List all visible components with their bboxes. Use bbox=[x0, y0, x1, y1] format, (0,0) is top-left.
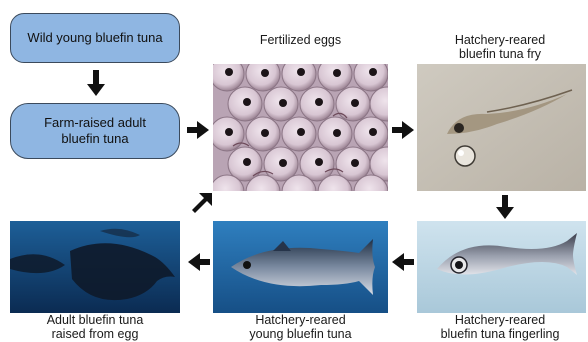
arrow-right-1 bbox=[187, 121, 209, 139]
arrow-down-1 bbox=[87, 70, 105, 96]
arrow-diagonal bbox=[190, 193, 212, 215]
fry-caption: Hatchery-reared bluefin tuna fry bbox=[414, 33, 586, 61]
arrow-down-2 bbox=[496, 195, 514, 219]
arrow-left-2 bbox=[188, 253, 210, 271]
arrow-right-2 bbox=[392, 121, 414, 139]
fingerling-caption: Hatchery-reared bluefin tuna fingerling bbox=[414, 313, 586, 341]
farm-raised-label-line2: bluefin tuna bbox=[44, 131, 146, 147]
eggs-caption: Fertilized eggs bbox=[213, 33, 388, 47]
tuna-fingerling-photo bbox=[417, 221, 586, 313]
tuna-fry-photo bbox=[417, 64, 586, 191]
farm-raised-adult-box: Farm-raised adult bluefin tuna bbox=[10, 103, 180, 159]
adult-tuna-photo bbox=[10, 221, 180, 313]
wild-young-tuna-box: Wild young bluefin tuna bbox=[10, 13, 180, 63]
wild-young-tuna-label: Wild young bluefin tuna bbox=[27, 30, 162, 46]
arrow-left-1 bbox=[392, 253, 414, 271]
adult-caption: Adult bluefin tuna raised from egg bbox=[10, 313, 180, 341]
farm-raised-label-line1: Farm-raised adult bbox=[44, 115, 146, 131]
young-caption: Hatchery-reared young bluefin tuna bbox=[213, 313, 388, 341]
young-tuna-photo bbox=[213, 221, 388, 313]
fertilized-eggs-photo bbox=[213, 64, 388, 191]
